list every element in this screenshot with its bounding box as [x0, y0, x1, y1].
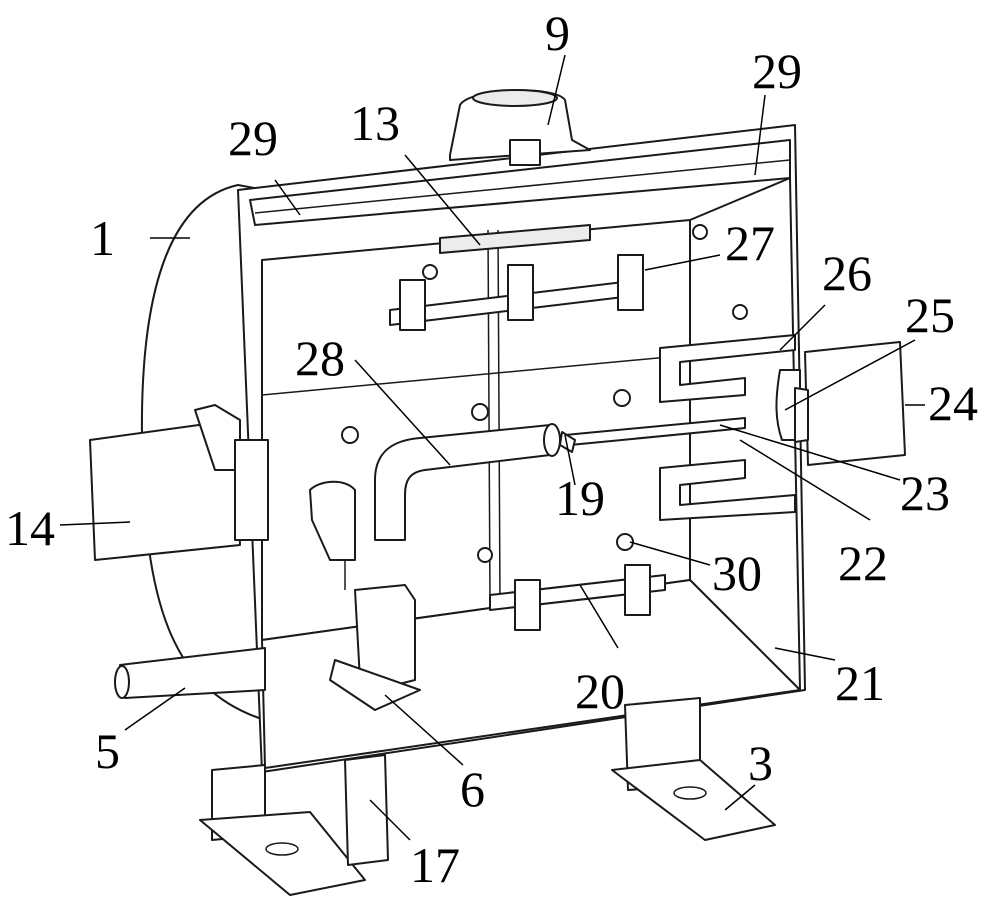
top-block [439, 224, 591, 254]
label-5: 5 [95, 723, 120, 779]
bolt-icon [341, 426, 359, 444]
label-9: 9 [545, 5, 570, 61]
label-23: 23 [900, 465, 950, 521]
label-28: 28 [295, 330, 345, 386]
label-6: 6 [460, 761, 485, 817]
label-24: 24 [928, 375, 978, 431]
bolt-icon [692, 224, 708, 240]
label-19: 19 [555, 470, 605, 526]
label-1: 1 [90, 210, 115, 266]
bolt-icon [616, 533, 634, 551]
reference-numerals: 1 3 5 6 9 13 14 17 19 20 21 22 23 24 25 … [5, 5, 978, 893]
right-block [804, 341, 906, 466]
label-30: 30 [712, 545, 762, 601]
label-21: 21 [835, 655, 885, 711]
left-pipe [119, 647, 266, 699]
handle-grip-icon [472, 89, 558, 107]
lower-bracket [659, 459, 796, 521]
label-22: 22 [838, 535, 888, 591]
bolt-icon [732, 304, 748, 320]
leader-lines [59, 54, 925, 841]
bolt-icon [422, 264, 438, 280]
label-29-right: 29 [752, 43, 802, 99]
label-3: 3 [748, 735, 773, 791]
label-29-left: 29 [228, 110, 278, 166]
label-13: 13 [350, 95, 400, 151]
bolt-icon [471, 403, 489, 421]
left-foot-plate [199, 811, 366, 896]
left-box [89, 419, 241, 561]
label-17: 17 [410, 837, 460, 893]
center-post [344, 754, 389, 866]
label-25: 25 [905, 287, 955, 343]
right-foot-plate [611, 759, 776, 841]
bolt-icon [477, 547, 493, 563]
label-27: 27 [725, 215, 775, 271]
label-14: 14 [5, 500, 55, 556]
upper-bracket [659, 334, 796, 403]
label-26: 26 [822, 245, 872, 301]
label-20: 20 [575, 663, 625, 719]
bolt-icon [613, 389, 631, 407]
